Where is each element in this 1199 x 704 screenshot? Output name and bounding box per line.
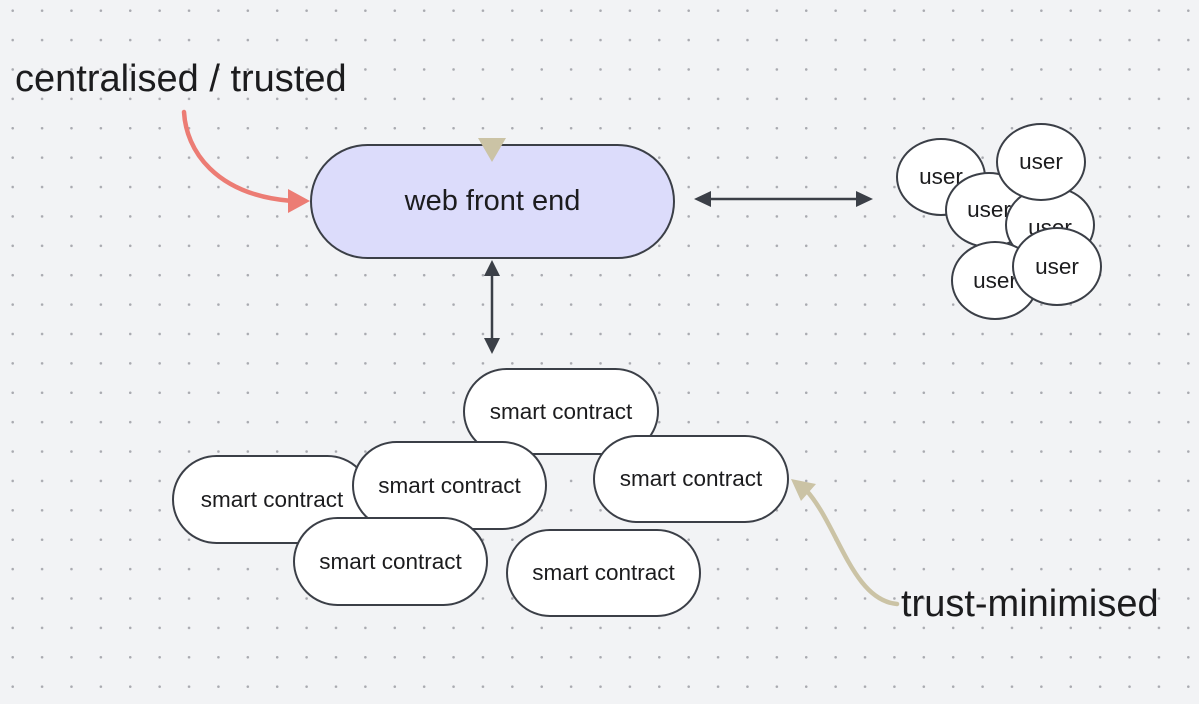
user-node: user xyxy=(996,123,1086,201)
smart-contract-node: smart contract xyxy=(593,435,789,523)
frontend-users-arrowhead-right xyxy=(856,191,873,207)
minimised-arrowhead xyxy=(791,479,816,501)
frontend-contracts-arrowhead-down xyxy=(484,338,500,354)
smart-contract-node: smart contract xyxy=(293,517,488,606)
frontend-users-arrowhead-left xyxy=(694,191,711,207)
front-end-top-marker xyxy=(478,138,506,162)
trust-minimised-label: trust-minimised xyxy=(901,583,1159,625)
trusted-arrow xyxy=(181,109,295,204)
trusted-arrowhead xyxy=(288,189,310,213)
web-front-end-node: web front end xyxy=(310,144,675,259)
user-node: user xyxy=(1012,227,1102,306)
minimised-arrow xyxy=(803,487,900,607)
centralised-trusted-label: centralised / trusted xyxy=(15,58,347,100)
smart-contract-node: smart contract xyxy=(506,529,701,617)
frontend-contracts-arrowhead-up xyxy=(484,260,500,276)
smart-contract-node: smart contract xyxy=(352,441,547,530)
